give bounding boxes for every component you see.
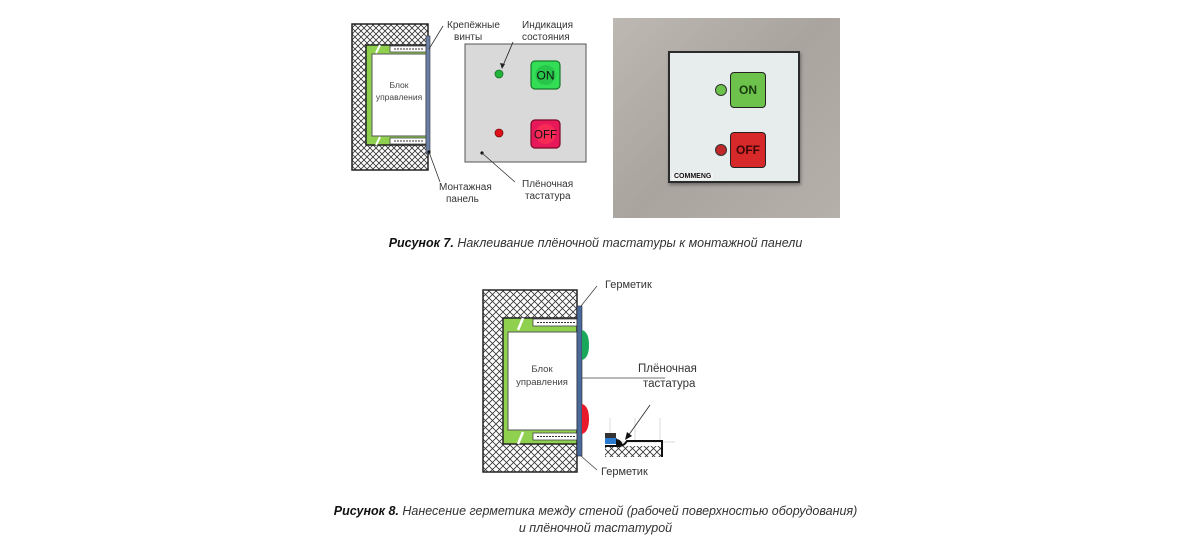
film-keypad-label-2: тастатура (643, 378, 696, 390)
film-keypad-label-1: Плёночная (638, 363, 697, 375)
green-button-bump (582, 330, 589, 360)
photo-brand-label: COMMENG (672, 173, 714, 180)
control-block-label-1: Блок (390, 80, 409, 90)
mounting-panel-label-1: Монтажная (439, 182, 492, 193)
film-keypad-strip (576, 305, 583, 457)
photo-on-label: ON (739, 83, 757, 97)
film-keypad-panel (464, 43, 587, 163)
sealant-detail-inset (605, 404, 675, 457)
film-keypad-label-2: тастатура (525, 191, 571, 202)
photo-keypad-panel: ON OFF COMMENG (668, 51, 800, 183)
figure7-caption: Рисунок 7. Наклеивание плёночной тастату… (0, 236, 1191, 250)
figure7-diagram: Блок управления Крепёжные винты Монтажна… (351, 20, 587, 205)
figure7-caption-number: Рисунок 7. (388, 236, 454, 250)
on-button-label: ON (537, 69, 555, 83)
control-block (371, 53, 427, 137)
photo-green-led-icon (715, 84, 727, 96)
figure8-caption-line1: Рисунок 8. Нанесение герметика между сте… (0, 503, 1191, 520)
figure8-caption-text-1: Нанесение герметика между стеной (рабоче… (398, 504, 858, 518)
figure8-caption-text-2: и плёночной тастатурой (518, 521, 673, 535)
film-keypad-label-1: Плёночная (522, 179, 573, 190)
red-led-icon (494, 128, 504, 138)
control-block-label-1: Блок (531, 364, 553, 375)
photo-off-button: OFF (730, 132, 766, 168)
photo-off-label: OFF (736, 143, 760, 157)
screws-label-2: винты (454, 32, 482, 43)
red-button-bump (582, 404, 589, 434)
screws-label-1: Крепёжные (447, 20, 500, 31)
control-block-label-2: управления (516, 377, 568, 388)
figure8-caption-number: Рисунок 8. (333, 504, 399, 518)
figure8-caption: Рисунок 8. Нанесение герметика между сте… (0, 503, 1191, 537)
photo-red-led-icon (715, 144, 727, 156)
sealant-bottom-label: Герметик (601, 466, 648, 478)
photo-on-button: ON (730, 72, 766, 108)
indication-label-2: состояния (522, 32, 570, 43)
indication-label-1: Индикация (522, 20, 573, 31)
mounting-panel-label-2: панель (446, 194, 479, 205)
control-block (507, 331, 578, 431)
mounting-panel (425, 35, 431, 155)
figure7-caption-text: Наклеивание плёночной тастатуры к монтаж… (453, 236, 803, 250)
control-block-label-2: управления (376, 92, 423, 102)
sealant-top-label: Герметик (605, 279, 652, 291)
green-led-icon (494, 69, 504, 79)
off-button-label: OFF (534, 130, 557, 142)
figure8-diagram: Герметик Герметик Блок управления Плёноч… (482, 279, 697, 478)
keypad-photo: ON OFF COMMENG (613, 18, 840, 218)
